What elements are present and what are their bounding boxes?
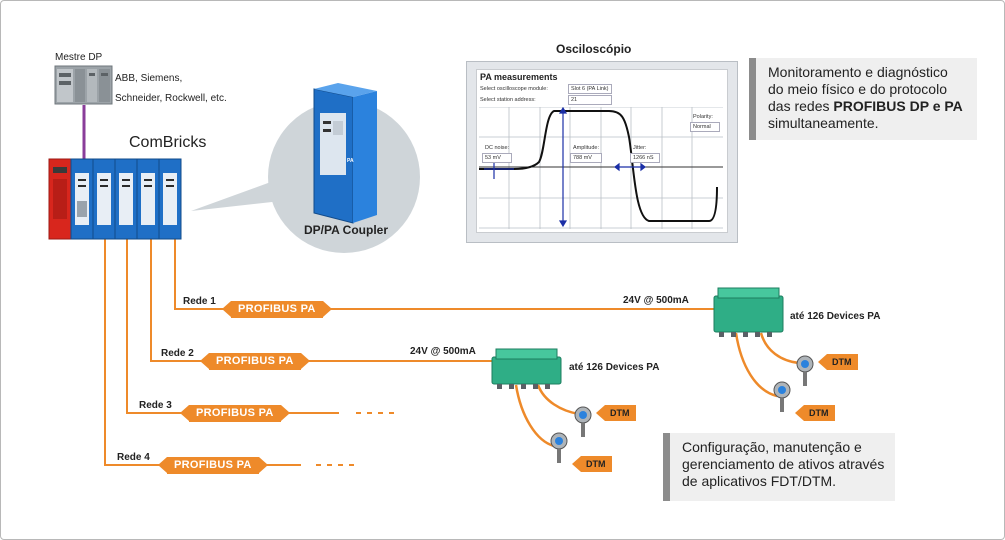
- dp-pa-coupler-device: [313, 83, 377, 224]
- dtm-tag-2a: DTM: [596, 405, 636, 421]
- combricks-title: ComBricks: [129, 134, 207, 151]
- junction-1-power: 24V @ 500mA: [623, 295, 689, 306]
- master-vendor-line-2: Schneider, Rockwell, etc.: [115, 93, 227, 104]
- rede-3-label: Rede 3: [139, 400, 172, 411]
- callout-monitoring: Monitoramento e diagnóstico do meio físi…: [749, 58, 977, 140]
- junction-box-1: [713, 287, 784, 337]
- rede-1-cable-a: [174, 239, 229, 310]
- rede-4-cable-a: [104, 239, 165, 466]
- coupler-module-text: PA: [347, 158, 354, 164]
- master-plc-rack: [54, 65, 113, 105]
- rede-2-label: Rede 2: [161, 348, 194, 359]
- callout-config-line-2: gerenciamento de ativos através: [682, 456, 885, 472]
- rede-1-label: Rede 1: [183, 296, 216, 307]
- callout-monitoring-line-1: Monitoramento e diagnóstico: [768, 64, 948, 80]
- callout-monitoring-line-3: das redes: [768, 98, 834, 114]
- oscilloscope-title: Osciloscópio: [556, 42, 632, 56]
- callout-config-line-1: Configuração, manutenção e: [682, 439, 862, 455]
- rede-4-label: Rede 4: [117, 452, 150, 463]
- coupler-label: DP/PA Coupler: [304, 223, 389, 237]
- oscilloscope-panel-title: PA measurements: [480, 72, 558, 82]
- oscilloscope-plot: [479, 107, 723, 229]
- rede-1-profibus-tag: PROFIBUS PA: [222, 301, 332, 318]
- select-station-dropdown[interactable]: 21: [568, 95, 612, 105]
- polarity-value[interactable]: Normal: [690, 122, 720, 132]
- rede-2-profibus-tag: PROFIBUS PA: [200, 353, 310, 370]
- combricks-rack: [48, 158, 182, 240]
- field-device-2b: [550, 432, 568, 463]
- callout-config-line-3: de aplicativos FDT/DTM.: [682, 473, 837, 489]
- master-vendor-line-1: ABB, Siemens,: [115, 73, 183, 84]
- pa-trunk-lines: [104, 239, 717, 466]
- rede-3-cable-a: [126, 239, 187, 414]
- jitter-value: 1266 nS: [630, 153, 660, 163]
- dtm-tag-2b: DTM: [572, 456, 612, 472]
- field-device-1b: [773, 381, 791, 412]
- master-title: Mestre DP: [55, 52, 103, 63]
- zoom-wedge: [191, 179, 281, 211]
- junction-1-devices: até 126 Devices PA: [790, 311, 881, 322]
- select-module-dropdown[interactable]: Slot 6 (PA Link): [568, 84, 612, 94]
- dc-noise-label: DC noise:: [485, 145, 510, 151]
- junction-2-power: 24V @ 500mA: [410, 346, 476, 357]
- junction-2-devices: até 126 Devices PA: [569, 362, 660, 373]
- spur-cables: [514, 332, 800, 448]
- callout-monitoring-line-4: simultaneamente.: [768, 115, 879, 131]
- callout-monitoring-line-2: do meio físico e do protocolo: [768, 81, 947, 97]
- rede-3-profibus-tag: PROFIBUS PA: [180, 405, 290, 422]
- rede-2-cable-a: [150, 239, 207, 362]
- jitter-label: Jitter:: [633, 145, 647, 151]
- scope-markers: [484, 107, 646, 228]
- dtm-tag-1b: DTM: [795, 405, 835, 421]
- dc-noise-value: 53 mV: [482, 153, 512, 163]
- field-device-2a: [574, 406, 592, 437]
- callout-monitoring-bold: PROFIBUS DP e PA: [833, 98, 963, 114]
- amplitude-value: 788 mV: [570, 153, 602, 163]
- callout-config: Configuração, manutenção e gerenciamento…: [663, 433, 895, 501]
- scope-waveform: [479, 110, 718, 222]
- field-device-1a: [796, 355, 814, 386]
- dtm-tag-1a: DTM: [818, 354, 858, 370]
- select-station-label: Select station address:: [480, 97, 536, 103]
- polarity-label: Polarity:: [693, 114, 713, 120]
- junction-box-2: [491, 348, 562, 389]
- amplitude-label: Amplitude:: [573, 145, 599, 151]
- select-module-label: Select oscilloscope module:: [480, 86, 548, 92]
- rede-4-profibus-tag: PROFIBUS PA: [158, 457, 268, 474]
